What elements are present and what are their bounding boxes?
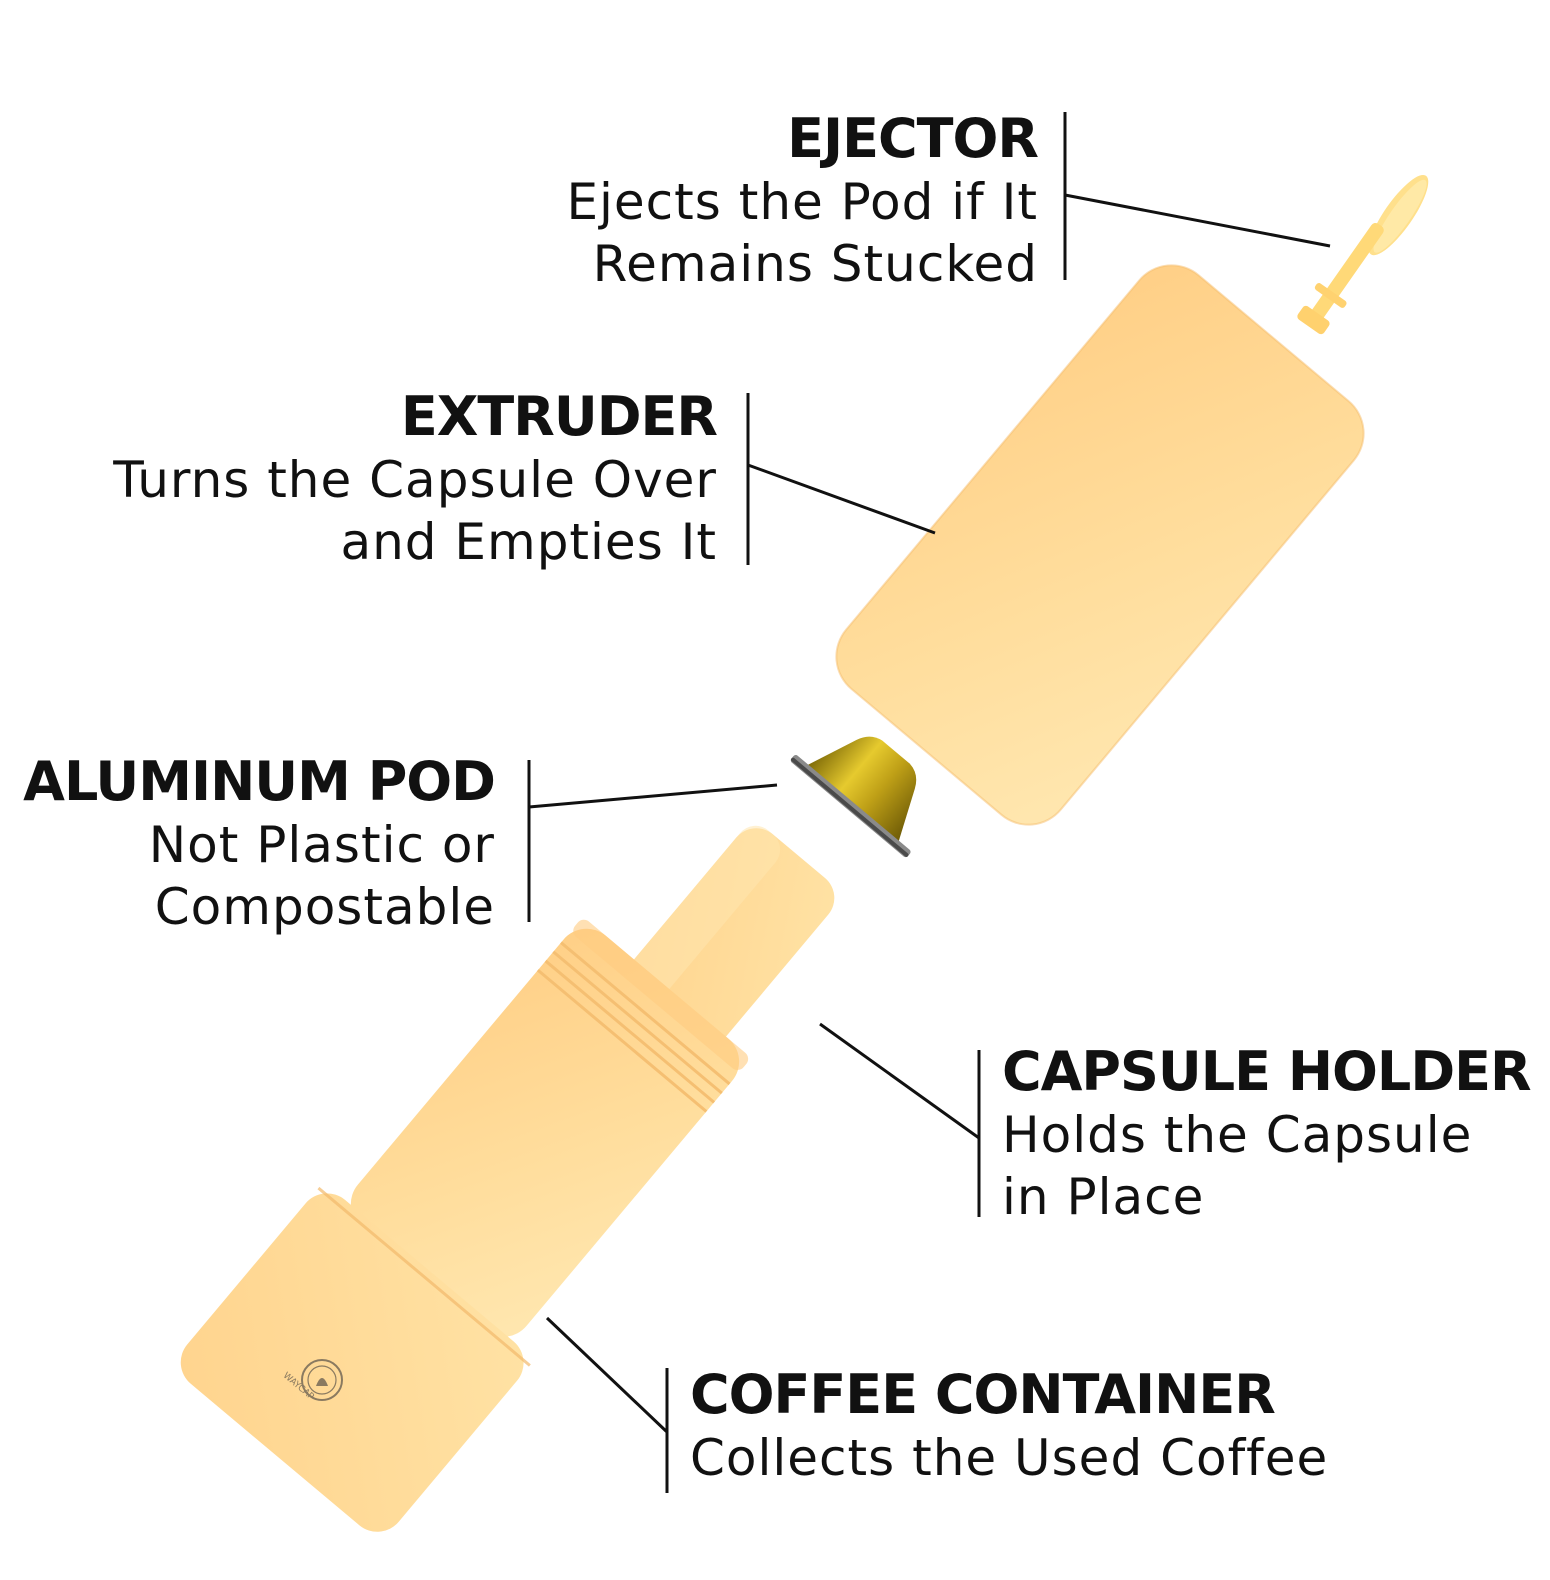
capsule-holder-desc-line2: in Place	[1002, 1168, 1205, 1226]
aluminum-pod-desc-line1: Not Plastic or	[148, 816, 495, 874]
extruder-desc-line1: Turns the Capsule Over	[113, 451, 717, 509]
aluminum-pod-desc-line2: Compostable	[154, 878, 495, 936]
coffee-container-title: COFFEE CONTAINER	[690, 1363, 1276, 1426]
container-leader	[545, 1316, 669, 1434]
extruder-callout: EXTRUDER Turns the Capsule Over and Empt…	[113, 385, 718, 573]
ejector-title: EJECTOR	[787, 107, 1039, 170]
extruder-title: EXTRUDER	[400, 385, 718, 448]
aluminum-pod-part	[790, 736, 917, 858]
extruder-desc-line2: and Empties It	[340, 513, 717, 571]
extruder-leader	[747, 463, 936, 535]
capsule-holder-desc-line1: Holds the Capsule	[1002, 1106, 1473, 1164]
extruder-part	[835, 264, 1365, 826]
leader-lines	[527, 112, 1331, 1493]
coffee-container-part: WAYCAP	[180, 919, 749, 1532]
ejector-leader	[1064, 193, 1331, 248]
aluminum-pod-callout: ALUMINUM POD Not Plastic or Compostable	[23, 750, 496, 938]
aluminum-pod-title: ALUMINUM POD	[23, 750, 496, 813]
ejector-callout: EJECTOR Ejects the Pod if It Remains Stu…	[566, 107, 1039, 295]
holder-leader	[819, 1022, 980, 1140]
ejector-desc-line2: Remains Stucked	[592, 235, 1038, 293]
pod-leader	[528, 783, 778, 809]
capsule-holder-callout: CAPSULE HOLDER Holds the Capsule in Plac…	[1002, 1040, 1532, 1228]
coffee-container-callout: COFFEE CONTAINER Collects the Used Coffe…	[690, 1363, 1328, 1489]
coffee-container-desc-line1: Collects the Used Coffee	[690, 1429, 1329, 1487]
capsule-holder-title: CAPSULE HOLDER	[1002, 1040, 1532, 1103]
ejector-part	[1297, 174, 1429, 335]
ejector-desc-line1: Ejects the Pod if It	[566, 173, 1038, 231]
